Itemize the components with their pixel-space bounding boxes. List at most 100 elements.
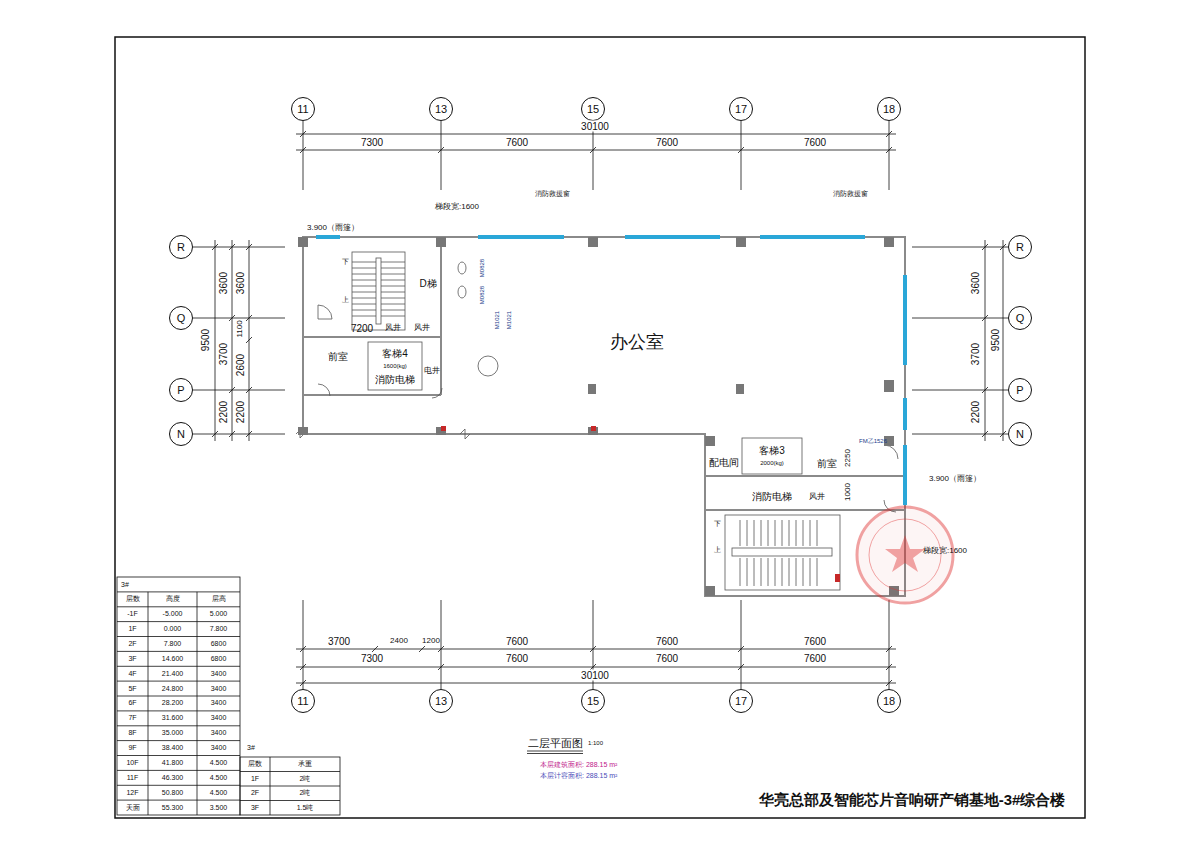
table-cell: 11F <box>127 774 139 782</box>
room-label: 配电间 <box>709 457 739 468</box>
dimension: 2200 <box>218 401 229 423</box>
dimension: 7600 <box>506 636 528 647</box>
table-cell: 50.800 <box>162 789 183 797</box>
dimension: 7600 <box>804 137 826 148</box>
table-cell: 41.800 <box>162 759 183 767</box>
grid-bubble: 13 <box>429 689 453 713</box>
grid-bubble: Q <box>1008 306 1032 330</box>
table-cell: 3# <box>121 581 129 589</box>
table-cell: 6800 <box>211 640 227 648</box>
table-cell: 2F <box>251 789 259 797</box>
table-cell: 3400 <box>211 714 227 722</box>
grid-bubble: 11 <box>291 689 315 713</box>
dimension: 1100 <box>236 320 245 337</box>
area-note: 本层计容面积: 288.15 m² <box>540 772 617 780</box>
dimension: 2600 <box>235 354 246 376</box>
table-cell: 12F <box>126 789 138 797</box>
table-cell: 28.200 <box>162 700 183 708</box>
grid-bubble: N <box>1008 422 1032 446</box>
stair-mark: 上 <box>714 546 721 554</box>
table-cell: -1F <box>127 610 138 618</box>
dimension: 3700 <box>970 343 981 365</box>
grid-bubble: 18 <box>877 97 901 121</box>
stair-note: 梯段宽:1600 <box>923 547 967 556</box>
table-cell: 31.600 <box>162 714 183 722</box>
room-label: 客梯4 <box>382 348 408 359</box>
room-label: 风井 <box>385 324 401 333</box>
room-label: 消防电梯 <box>752 491 792 502</box>
dimension: 7600 <box>506 137 528 148</box>
table-cell: 4F <box>128 670 136 678</box>
table-cell: 9F <box>128 744 136 752</box>
dimension: 7600 <box>506 653 528 664</box>
grid-label: 15 <box>587 695 599 707</box>
table-cell: 21.400 <box>162 670 183 678</box>
dimension: 3600 <box>970 272 981 294</box>
dimension: 7300 <box>361 653 383 664</box>
grid-label: Q <box>1016 312 1025 324</box>
grid-label: 18 <box>883 103 895 115</box>
table-cell: 3F <box>128 655 136 663</box>
table-cell: 3400 <box>211 700 227 708</box>
room-label: 2000(kg) <box>760 460 784 467</box>
table-cell: 3# <box>247 744 255 752</box>
stair-mark: 下 <box>342 258 349 266</box>
grid-label: P <box>1016 384 1023 396</box>
grid-bubble: 15 <box>581 97 605 121</box>
grid-label: 17 <box>735 695 747 707</box>
dimension: 2400 <box>390 637 408 646</box>
table-cell: 5.000 <box>210 610 228 618</box>
window-note: 消防救援窗 <box>833 190 868 198</box>
dimension: 2200 <box>970 401 981 423</box>
table-cell: 46.300 <box>162 774 183 782</box>
table-cell: 2F <box>128 640 136 648</box>
grid-label: 13 <box>435 695 447 707</box>
room-label: 办公室 <box>610 333 664 353</box>
grid-label: 11 <box>297 103 308 115</box>
grid-label: 13 <box>435 103 447 115</box>
sheet-title: 华亮总部及智能芯片音响研产销基地-3#综合楼 <box>759 792 1066 809</box>
dimension: 1200 <box>422 637 440 646</box>
table-cell: 2吨 <box>300 789 311 797</box>
room-label: 客梯3 <box>759 445 785 456</box>
door-tag: M0828 <box>479 259 486 277</box>
drawing-caption: 二层平面图 <box>528 737 583 749</box>
dimension: 7200 <box>351 323 373 334</box>
grid-bubble: P <box>169 378 193 402</box>
grid-label: R <box>1016 241 1024 253</box>
grid-bubble: 17 <box>729 689 753 713</box>
dimension: 7600 <box>656 636 678 647</box>
table-cell: 1F <box>251 775 259 783</box>
room-label: 消防电梯 <box>375 374 415 385</box>
dimension: 30100 <box>579 670 611 681</box>
scale-note: 1:100 <box>588 740 603 747</box>
room-label: D梯 <box>419 278 436 289</box>
door-tag: FM乙1526 <box>859 438 887 445</box>
grid-bubble: N <box>169 422 193 446</box>
dimension: 7300 <box>361 137 383 148</box>
table-cell: 3400 <box>211 744 227 752</box>
stair-mark: 下 <box>714 520 721 528</box>
grid-bubble: 18 <box>877 689 901 713</box>
table-cell: 3.500 <box>210 804 228 812</box>
table-cell: 3400 <box>211 685 227 693</box>
grid-bubble: P <box>1008 378 1032 402</box>
dimension: 2200 <box>235 401 246 423</box>
table-cell: 14.600 <box>162 655 183 663</box>
grid-label: 15 <box>587 103 599 115</box>
grid-label: P <box>177 384 184 396</box>
stair-mark: 上 <box>342 296 349 304</box>
grid-label: R <box>177 241 185 253</box>
seal-stamp <box>857 507 953 603</box>
table-cell: 4.500 <box>210 789 228 797</box>
grid-bubble: R <box>169 235 193 259</box>
table-cell: 层高 <box>212 595 226 603</box>
dimension: 7600 <box>656 137 678 148</box>
door-tag: M1021 <box>506 311 513 329</box>
dimension: 9500 <box>200 329 211 351</box>
dimension: 2250 <box>844 449 853 467</box>
table-cell: 3F <box>251 804 259 812</box>
table-cell: 承重 <box>298 760 312 768</box>
grid-bubble: 17 <box>729 97 753 121</box>
